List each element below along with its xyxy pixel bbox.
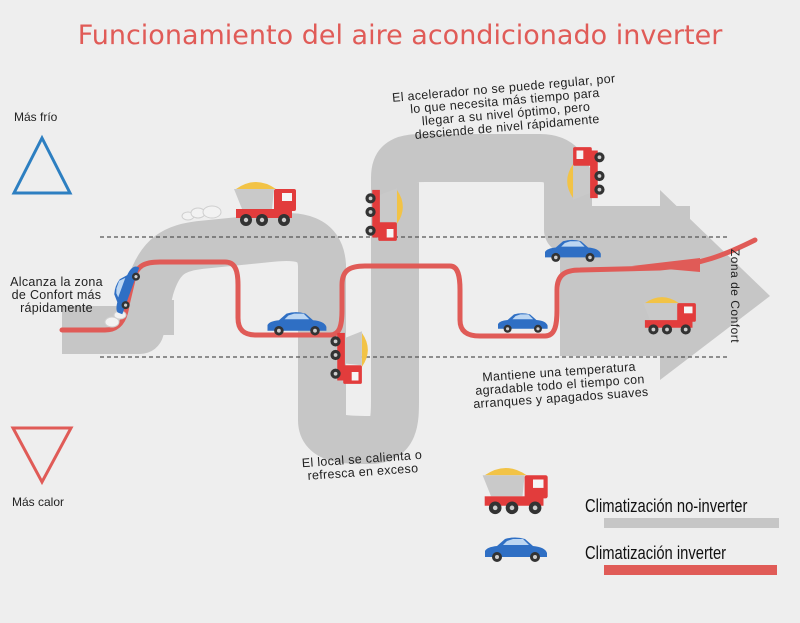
cold-label: Más frío <box>14 110 58 124</box>
inverter-arrowhead <box>632 258 700 272</box>
hot-label: Más calor <box>12 495 65 509</box>
page-title: Funcionamiento del aire acondicionado in… <box>77 20 723 51</box>
inverter-line <box>59 237 758 339</box>
truck-icon <box>330 331 368 384</box>
zone-label: Zona de Confort <box>728 248 742 344</box>
legend-non-inverter-label: Climatización no-inverter <box>585 496 748 516</box>
note-reach-comfort: Alcanza la zona de Confort más rápidamen… <box>10 275 103 315</box>
smoke-icon <box>104 205 222 328</box>
legend-inverter-label: Climatización inverter <box>585 543 727 563</box>
legend-inverter-swatch <box>604 565 777 575</box>
triangle-down-icon <box>10 426 74 486</box>
truck-icon <box>234 182 296 226</box>
car-icon <box>498 313 548 333</box>
triangle-up-icon <box>11 134 73 195</box>
legend-truck-icon <box>482 467 548 515</box>
legend-car-icon <box>485 537 547 562</box>
legend-non-inverter-swatch <box>604 518 779 528</box>
